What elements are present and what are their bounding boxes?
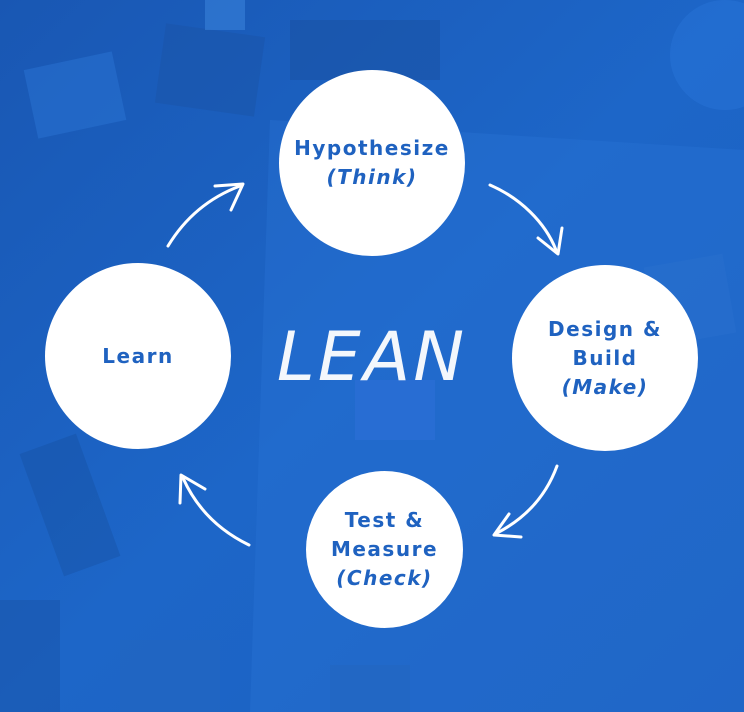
node-hypothesize-sublabel: (Think) bbox=[326, 165, 418, 189]
node-test-measure: Test & Measure (Check) bbox=[306, 471, 463, 628]
node-test-measure-label-2: Measure bbox=[330, 537, 439, 561]
node-learn-label: Learn bbox=[102, 343, 174, 368]
node-design-build-label-1: Design & bbox=[548, 316, 662, 341]
node-learn: Learn bbox=[45, 263, 231, 449]
node-design-build: Design & Build (Make) bbox=[512, 265, 698, 451]
node-design-build-label-2: Build bbox=[572, 345, 638, 370]
node-test-measure-label-1: Test & bbox=[344, 508, 425, 532]
node-test-measure-sublabel: (Check) bbox=[336, 566, 433, 590]
node-hypothesize: Hypothesize (Think) bbox=[279, 70, 465, 256]
node-design-build-sublabel: (Make) bbox=[561, 374, 649, 399]
node-hypothesize-label: Hypothesize bbox=[294, 136, 450, 160]
center-title-lean: LEAN bbox=[276, 318, 468, 397]
